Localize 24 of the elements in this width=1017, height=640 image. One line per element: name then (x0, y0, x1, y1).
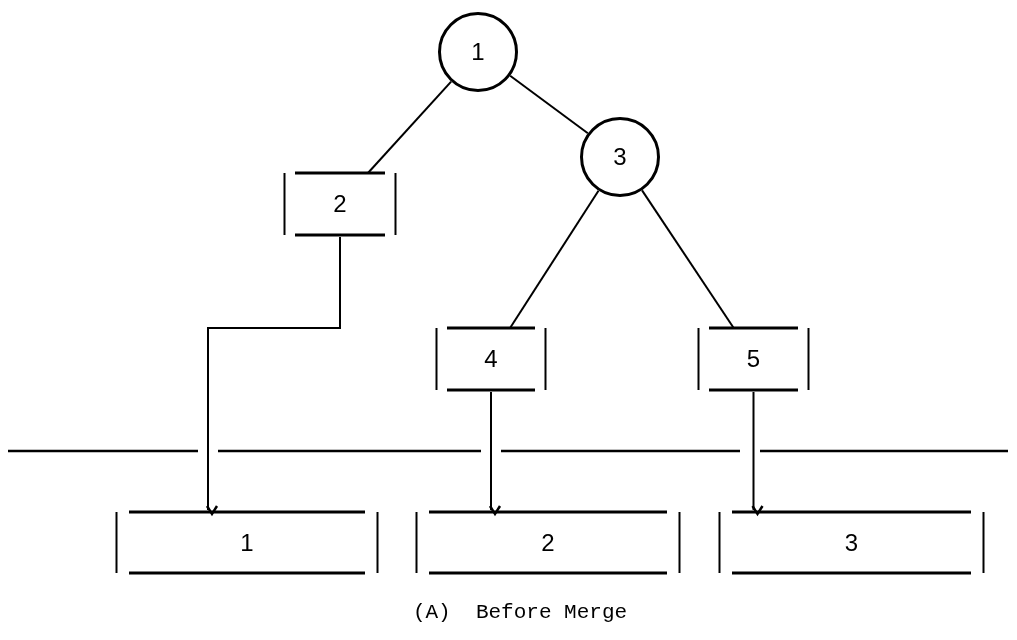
tree-link (366, 80, 453, 174)
tree-link (509, 189, 600, 329)
node-number: 2 (541, 530, 555, 555)
arrow (205, 236, 341, 516)
node-number: 3 (844, 530, 859, 555)
node-number: 5 (746, 347, 761, 371)
tree-node-box (697, 326, 810, 392)
node-number: 1 (240, 530, 254, 555)
node-number: 4 (484, 347, 498, 371)
node-number: 2 (333, 192, 347, 216)
arrow (488, 391, 502, 516)
node-number: 3 (613, 145, 627, 169)
list-box (115, 510, 379, 575)
list-box (415, 510, 681, 575)
tree-node-box (283, 171, 397, 237)
node-number: 1 (471, 40, 485, 64)
tree-node-circle (580, 117, 660, 197)
tree-link (509, 74, 589, 135)
tree-link (641, 189, 735, 329)
tree-node-circle (438, 12, 518, 92)
arrow (751, 391, 764, 516)
tree-node-box (435, 326, 547, 392)
list-box (718, 510, 985, 575)
caption: (A) Before Merge (411, 600, 629, 626)
